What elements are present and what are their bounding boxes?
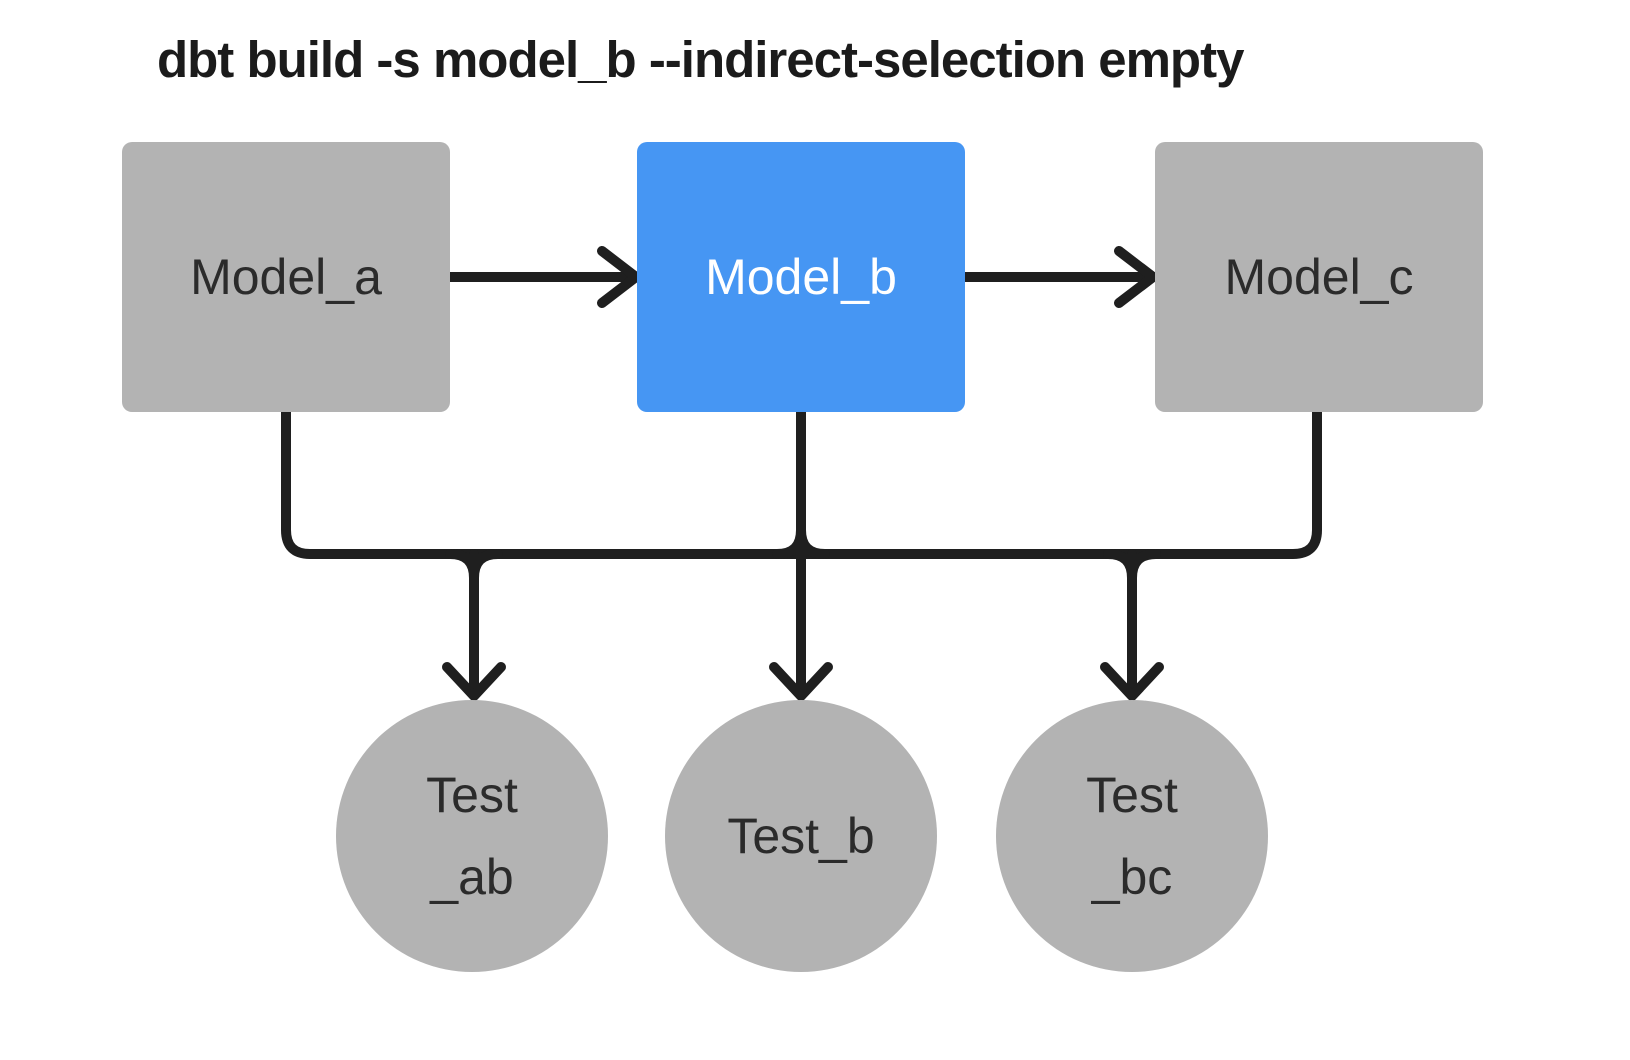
arrowhead-model-c <box>1114 246 1158 308</box>
node-test-bc-label-line1: Test <box>1086 766 1178 823</box>
node-model-a: Model_a <box>122 142 450 412</box>
arrowhead-model-b <box>597 246 641 308</box>
command-title: dbt build -s model_b --indirect-selectio… <box>157 31 1244 88</box>
node-test-ab-label-line2: _ab <box>430 849 514 905</box>
node-model-b-selected: Model_b <box>637 142 965 412</box>
node-test-ab: Test _ab <box>336 700 608 972</box>
arrowhead-test-b <box>769 662 833 701</box>
node-test-b: Test_b <box>665 700 937 972</box>
node-model-b-label: Model_b <box>705 249 897 305</box>
node-test-bc: Test _bc <box>996 700 1268 972</box>
node-test-bc-label-line2: _bc <box>1091 849 1173 905</box>
arrowhead-test-ab <box>442 662 506 701</box>
node-model-c-label: Model_c <box>1224 249 1414 305</box>
node-test-ab-label-line1: Test <box>426 766 518 823</box>
node-model-a-label: Model_a <box>190 249 382 305</box>
node-test-b-label-line1: Test_b <box>727 807 875 864</box>
arrowhead-test-bc <box>1100 662 1164 701</box>
node-model-c: Model_c <box>1155 142 1483 412</box>
